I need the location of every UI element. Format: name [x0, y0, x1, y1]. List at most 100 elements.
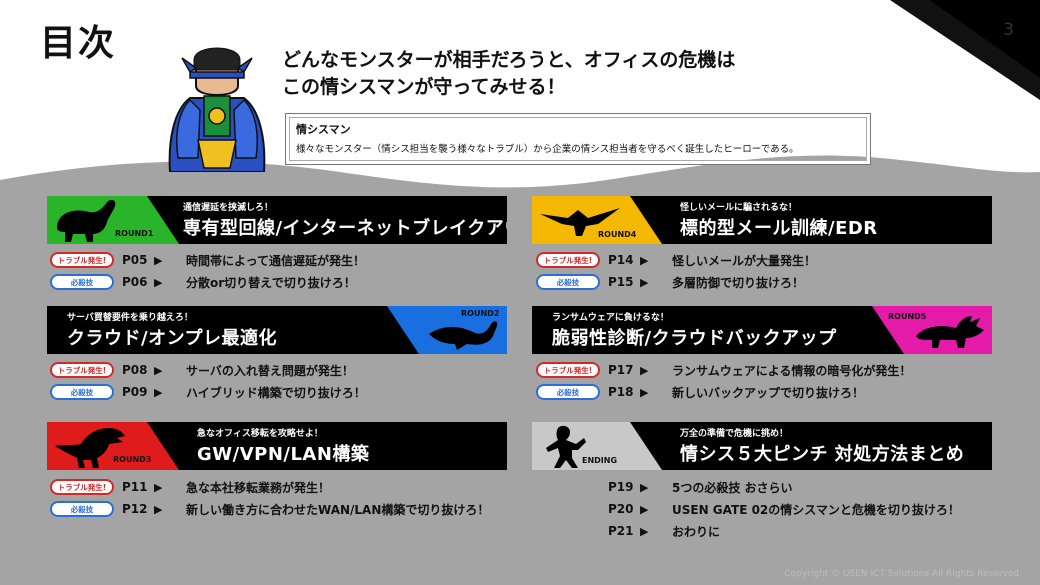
page-ref: P14 — [608, 253, 634, 267]
round2-banner[interactable]: ROUND2 サーバ買替要件を乗り越えろ！ クラウド/オンプレ最適化 — [47, 306, 507, 354]
page-ref: P18 — [608, 385, 634, 399]
headline-line-2: この情シスマンが守ってみせる！ — [282, 76, 566, 98]
page-ref: P21 — [608, 524, 634, 538]
round-title: 標的型メール訓練/EDR — [680, 218, 878, 239]
corner-decoration — [890, 0, 1040, 100]
hero-description-box: 情シスマン 様々なモンスター（情シス担当を襲う様々なトラブル）から企業の情シス担… — [285, 113, 871, 165]
round-subtitle: 通信遅延を挟滅しろ！ — [183, 203, 274, 213]
round4-banner[interactable]: ROUND4 怪しいメールに騙されるな！ 標的型メール訓練/EDR — [532, 196, 992, 244]
page-number: 3 — [1003, 20, 1014, 40]
item-text: 怪しいメールが大量発生！ — [672, 253, 817, 268]
hissatsu-badge: 必殺技 — [50, 274, 114, 290]
list-item[interactable]: P19 ▶ 5つの必殺技 おさらい — [536, 477, 793, 497]
list-item[interactable]: P21 ▶ おわりに — [536, 521, 720, 541]
round-subtitle: 万全の準備で危機に挑め！ — [680, 429, 789, 439]
hissatsu-badge: 必殺技 — [536, 274, 600, 290]
arrow-icon: ▶ — [640, 385, 649, 399]
sea-monster-icon — [429, 321, 498, 350]
round-title: 情シス５大ピンチ 対処方法まとめ — [680, 444, 965, 465]
round-title: 脆弱性診断/クラウドバックアップ — [552, 328, 837, 349]
round-label: ROUND2 — [461, 309, 500, 318]
page-ref: P11 — [122, 480, 148, 494]
arrow-icon: ▶ — [154, 253, 163, 267]
list-item[interactable]: 必殺技 P09 ▶ ハイブリッド構築で切り抜けろ！ — [50, 382, 366, 402]
item-text: ハイブリッド構築で切り抜けろ！ — [186, 385, 366, 400]
round-title: クラウド/オンプレ最適化 — [67, 328, 278, 349]
round-label: ROUND3 — [113, 455, 152, 464]
list-item[interactable]: 必殺技 P15 ▶ 多層防御で切り抜けろ！ — [536, 272, 804, 292]
hero-illustration — [168, 47, 266, 172]
trouble-badge: トラブル発生! — [536, 362, 600, 378]
arrow-icon: ▶ — [154, 480, 163, 494]
dinosaur-icon — [57, 199, 116, 242]
trouble-badge: トラブル発生! — [50, 252, 114, 268]
page-ref: P06 — [122, 275, 148, 289]
hissatsu-badge: 必殺技 — [50, 384, 114, 400]
page-ref: P20 — [608, 502, 634, 516]
arrow-icon: ▶ — [154, 385, 163, 399]
item-text: USEN GATE 02の情シスマンと危機を切り抜けろ！ — [672, 502, 960, 517]
round-label: ROUND1 — [115, 229, 154, 238]
item-text: 5つの必殺技 おさらい — [672, 480, 793, 495]
page-ref: P08 — [122, 363, 148, 377]
headline: どんなモンスターが相手だろうと、オフィスの危機は この情シスマンが守ってみせる！ — [282, 47, 735, 101]
list-item[interactable]: トラブル発生! P17 ▶ ランサムウェアによる情報の暗号化が発生！ — [536, 360, 911, 380]
round5-banner[interactable]: ROUND5 ランサムウェアに負けるな！ 脆弱性診断/クラウドバックアップ — [532, 306, 992, 354]
item-text: 分散or切り替えで切り抜けろ！ — [186, 275, 356, 290]
list-item[interactable]: 必殺技 P12 ▶ 新しい働き方に合わせたWAN/LAN構築で切り抜けろ！ — [50, 499, 489, 519]
item-text: サーバの入れ替え問題が発生！ — [186, 363, 354, 378]
t-rex-icon — [55, 428, 125, 468]
arrow-icon: ▶ — [640, 524, 649, 538]
arrow-icon: ▶ — [640, 363, 649, 377]
round-title: GW/VPN/LAN構築 — [197, 444, 370, 465]
list-item[interactable]: トラブル発生! P05 ▶ 時間帯によって通信遅延が発生！ — [50, 250, 365, 270]
page-title: 目次 — [40, 23, 117, 64]
page-ref: P17 — [608, 363, 634, 377]
hero-name: 情シスマン — [296, 123, 351, 136]
arrow-icon: ▶ — [154, 363, 163, 377]
trouble-badge: トラブル発生! — [50, 479, 114, 495]
pterodactyl-icon — [540, 208, 620, 236]
arrow-icon: ▶ — [640, 275, 649, 289]
item-text: 新しいバックアップで切り抜けろ！ — [672, 385, 865, 400]
hero-description: 様々なモンスター（情シス担当を襲う様々なトラブル）から企業の情シス担当者を守るべ… — [296, 144, 799, 155]
page-ref: P09 — [122, 385, 148, 399]
round-subtitle: ランサムウェアに負けるな！ — [552, 313, 669, 323]
list-item[interactable]: 必殺技 P06 ▶ 分散or切り替えで切り抜けろ！ — [50, 272, 356, 292]
list-item[interactable]: トラブル発生! P08 ▶ サーバの入れ替え問題が発生！ — [50, 360, 354, 380]
round-label: ROUND4 — [598, 230, 637, 239]
trouble-badge: トラブル発生! — [50, 362, 114, 378]
round-subtitle: 急なオフィス移転を攻略せよ！ — [197, 429, 323, 439]
arrow-icon: ▶ — [640, 502, 649, 516]
round-title: 専有型回線/インターネットブレイクアウト — [183, 218, 507, 239]
list-item[interactable]: 必殺技 P18 ▶ 新しいバックアップで切り抜けろ！ — [536, 382, 864, 402]
item-text: 多層防御で切り抜けろ！ — [672, 275, 805, 290]
triceratops-icon — [916, 316, 984, 348]
arrow-icon: ▶ — [640, 253, 649, 267]
round3-banner[interactable]: ROUND3 急なオフィス移転を攻略せよ！ GW/VPN/LAN構築 — [47, 422, 507, 470]
round1-banner[interactable]: ROUND1 通信遅延を挟滅しろ！ 専有型回線/インターネットブレイクアウト — [47, 196, 507, 244]
item-text: 時間帯によって通信遅延が発生！ — [186, 253, 366, 268]
background-wave — [0, 155, 1040, 585]
arrow-icon: ▶ — [154, 275, 163, 289]
list-item[interactable]: トラブル発生! P14 ▶ 怪しいメールが大量発生！ — [536, 250, 816, 270]
item-text: おわりに — [672, 524, 721, 539]
round-subtitle: サーバ買替要件を乗り越えろ！ — [67, 313, 193, 323]
round-label: ENDING — [582, 456, 618, 465]
page-ref: P05 — [122, 253, 148, 267]
list-item[interactable]: P20 ▶ USEN GATE 02の情シスマンと危機を切り抜けろ！ — [536, 499, 960, 519]
round-label: ROUND5 — [888, 312, 927, 321]
item-text: ランサムウェアによる情報の暗号化が発生！ — [672, 363, 912, 378]
page-ref: P19 — [608, 480, 634, 494]
arrow-icon: ▶ — [154, 502, 163, 516]
copyright: Copyright © USEN ICT Solutions All Right… — [784, 569, 1022, 579]
arrow-icon: ▶ — [640, 480, 649, 494]
item-text: 新しい働き方に合わせたWAN/LAN構築で切り抜けろ！ — [186, 502, 490, 517]
ending-banner[interactable]: ENDING 万全の準備で危機に挑め！ 情シス５大ピンチ 対処方法まとめ — [532, 422, 992, 470]
page-ref: P12 — [122, 502, 148, 516]
hissatsu-badge: 必殺技 — [50, 501, 114, 517]
hissatsu-badge: 必殺技 — [536, 384, 600, 400]
trouble-badge: トラブル発生! — [536, 252, 600, 268]
list-item[interactable]: トラブル発生! P11 ▶ 急な本社移転業務が発生！ — [50, 477, 330, 497]
headline-line-1: どんなモンスターが相手だろうと、オフィスの危機は — [282, 49, 736, 71]
